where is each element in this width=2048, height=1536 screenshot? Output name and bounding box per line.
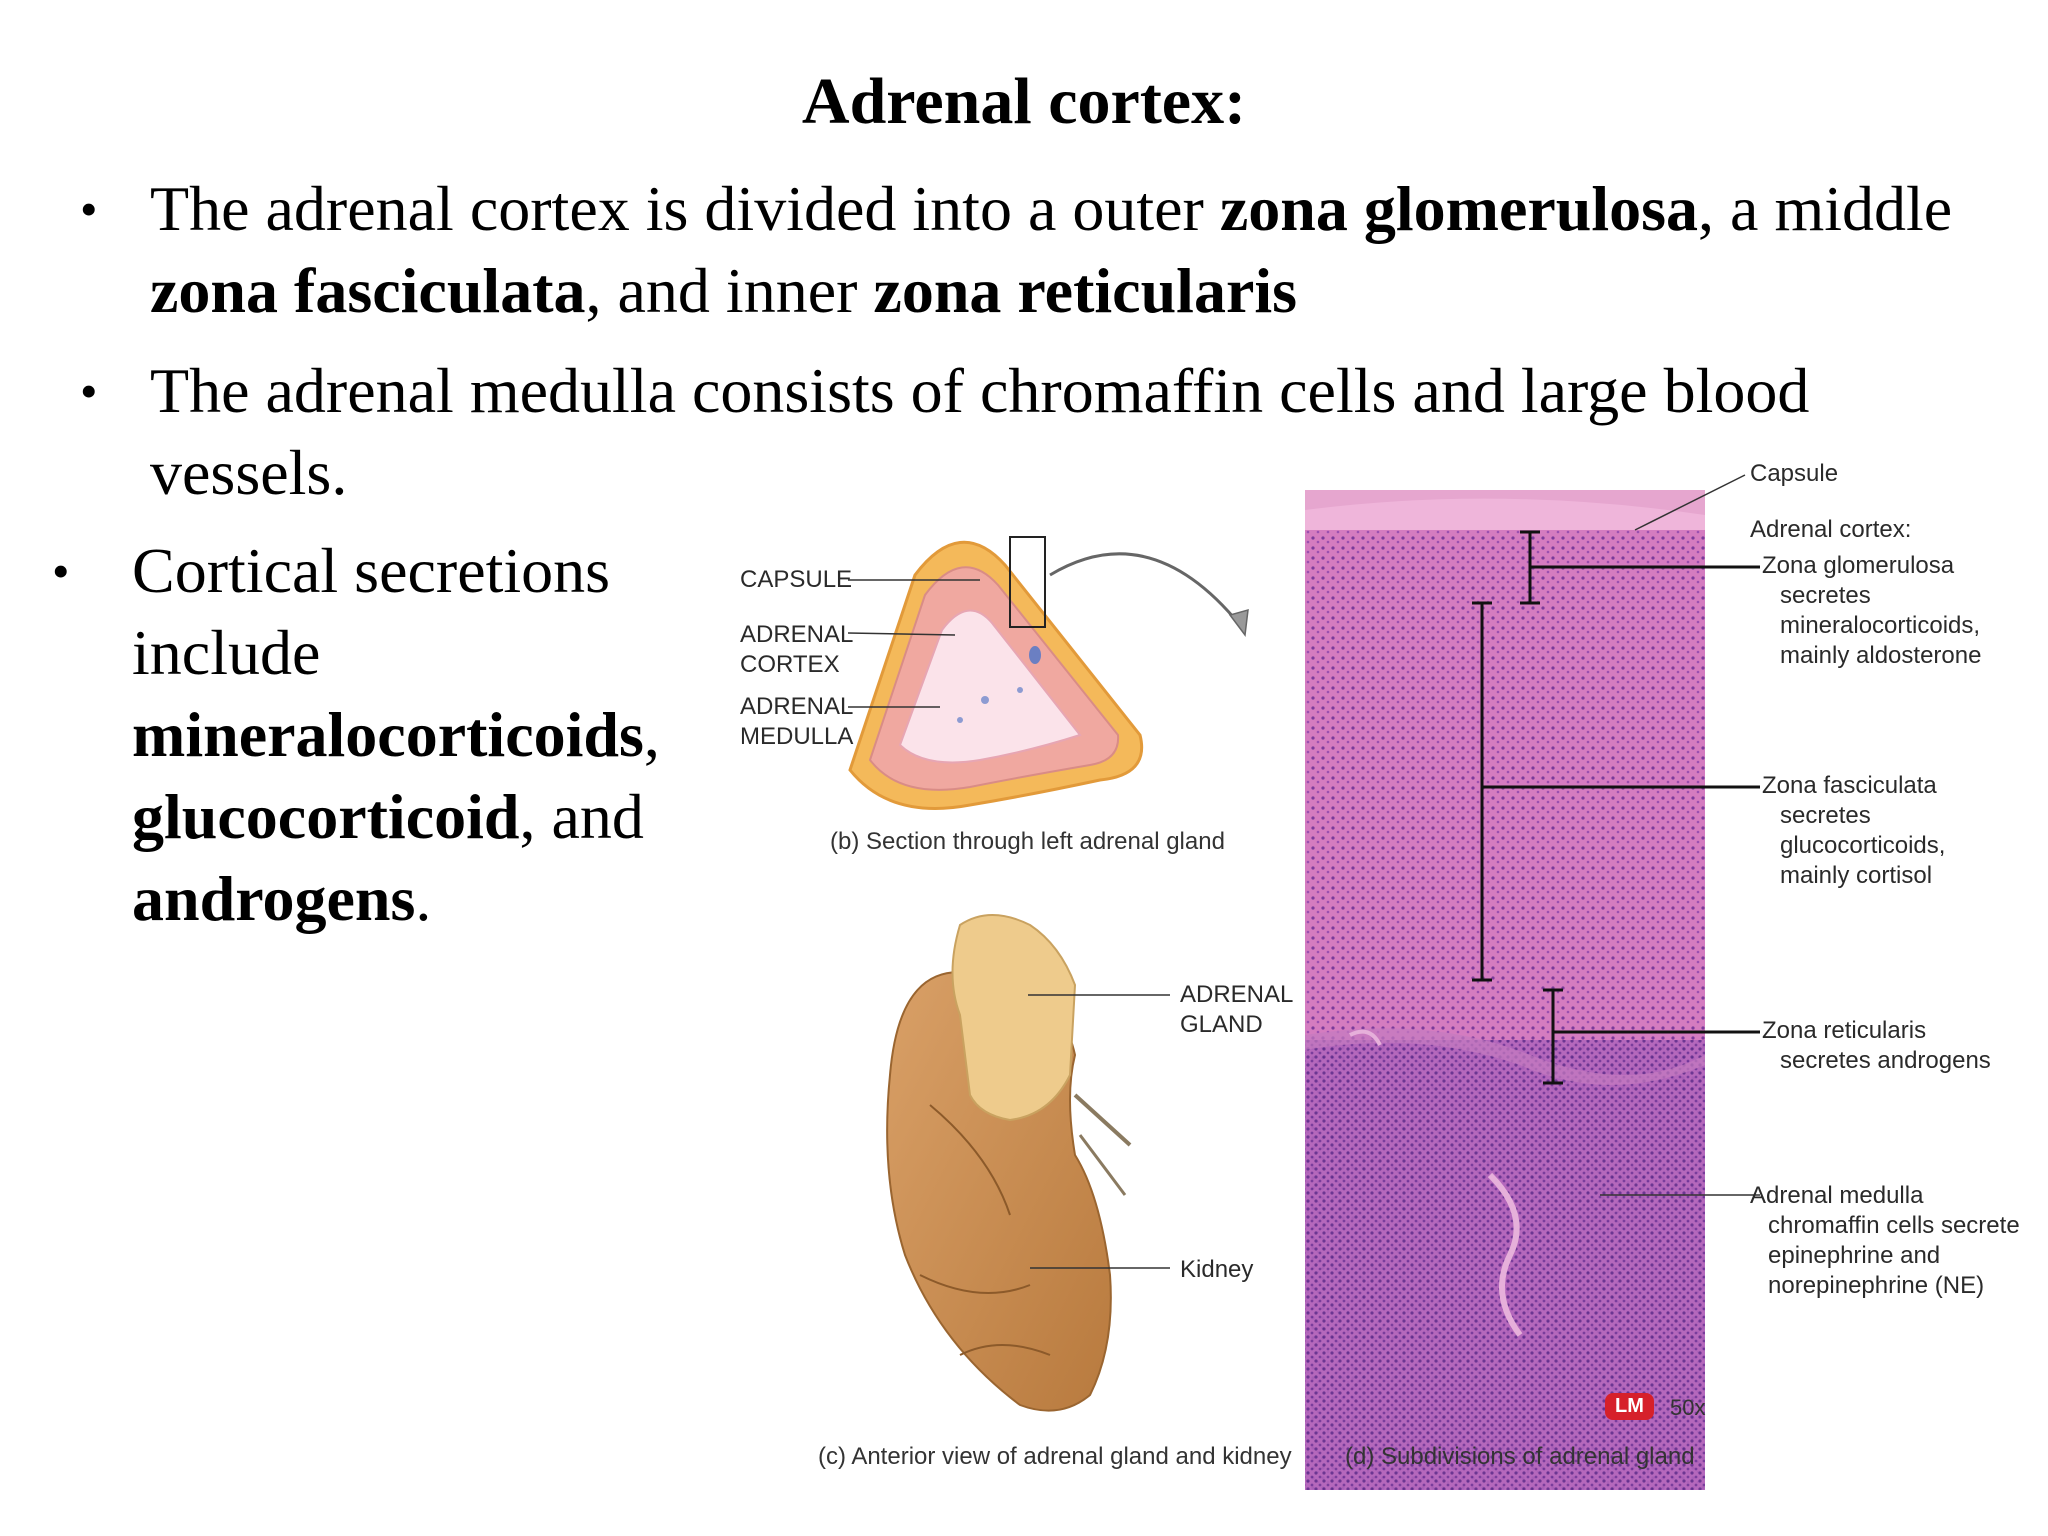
label-med-line: epinephrine and <box>1768 1242 1941 1269</box>
label-zona-glomerulosa: Zona glomerulosa <box>1762 552 1955 579</box>
gland-section-drawing <box>847 536 1249 810</box>
label-adrenal-cortex: ADRENAL <box>740 621 854 648</box>
bullet-text: , a middle <box>1698 173 1953 244</box>
label-adrenal-medulla-micro: Adrenal medulla <box>1750 1182 1924 1209</box>
caption-b: (b) Section through left adrenal gland <box>830 828 1225 855</box>
bullet-text: , and inner <box>585 255 874 326</box>
bullet-zones: • The adrenal cortex is divided into a o… <box>80 168 1970 332</box>
label-capsule: CAPSULE <box>740 566 853 593</box>
label-adrenal-medulla: ADRENAL <box>740 693 854 720</box>
label-zg-line: mineralocorticoids, <box>1780 612 1981 639</box>
label-zf-line: secretes <box>1780 802 1871 829</box>
term-glucocorticoid: glucocorticoid <box>132 781 520 852</box>
label-zr-line: secretes androgens <box>1780 1047 1991 1074</box>
label-micro-cortex: Adrenal cortex: <box>1750 516 1912 543</box>
bullet-text: The adrenal medulla consists of chromaff… <box>150 355 1810 508</box>
label-adrenal-medulla: MEDULLA <box>740 723 854 750</box>
label-zf-line: glucocorticoids, <box>1780 832 1946 859</box>
lm-badge: LM <box>1605 1393 1654 1420</box>
label-kidney: Kidney <box>1180 1256 1254 1283</box>
bullet-dot: • <box>52 543 70 599</box>
figure-illustration <box>847 474 1760 1490</box>
adrenal-gland-figure: CAPSULE ADRENAL CORTEX ADRENAL MEDULLA (… <box>730 455 2048 1536</box>
term-zona-reticularis: zona reticularis <box>873 255 1298 326</box>
label-zg-line: mainly aldosterone <box>1780 642 1982 669</box>
label-med-line: norepinephrine (NE) <box>1768 1272 1985 1299</box>
term-mineralocorticoids: mineralocorticoids <box>132 699 644 770</box>
label-med-line: chromaffin cells secrete <box>1768 1212 2020 1239</box>
label-micro-capsule: Capsule <box>1750 460 1839 487</box>
label-zg-line: secretes <box>1780 582 1871 609</box>
bullet-medulla: • The adrenal medulla consists of chroma… <box>80 350 1970 514</box>
magnification-label: 50x <box>1670 1395 1706 1420</box>
caption-c: (c) Anterior view of adrenal gland and k… <box>818 1443 1292 1470</box>
caption-d: (d) Subdivisions of adrenal gland <box>1345 1443 1695 1470</box>
label-zf-line: mainly cortisol <box>1780 862 1933 889</box>
bullet-dot: • <box>80 181 98 237</box>
term-androgens: androgens <box>132 863 416 934</box>
bullet-text: . <box>415 863 432 934</box>
bullet-text: , <box>643 699 660 770</box>
bullet-text: , and <box>519 781 644 852</box>
term-zona-glomerulosa: zona glomerulosa <box>1219 173 1699 244</box>
label-adrenal-cortex: CORTEX <box>740 651 840 678</box>
term-zona-fasciculata: zona fasciculata <box>150 255 586 326</box>
bullet-secretions: • Cortical secretions include mineraloco… <box>52 530 752 940</box>
label-zona-reticularis: Zona reticularis <box>1762 1017 1927 1044</box>
label-zona-fasciculata: Zona fasciculata <box>1762 772 1937 799</box>
slide-title: Adrenal cortex: <box>801 65 1247 138</box>
bullet-text: The adrenal cortex is divided into a out… <box>150 173 1220 244</box>
kidney-photo-drawing <box>886 914 1170 1412</box>
bullet-text: Cortical secretions include <box>132 535 611 688</box>
label-adrenal-gland: GLAND <box>1180 1011 1263 1038</box>
bullet-dot: • <box>80 363 98 419</box>
label-adrenal-gland: ADRENAL <box>1180 981 1294 1008</box>
micrograph-drawing <box>1305 474 1760 1490</box>
